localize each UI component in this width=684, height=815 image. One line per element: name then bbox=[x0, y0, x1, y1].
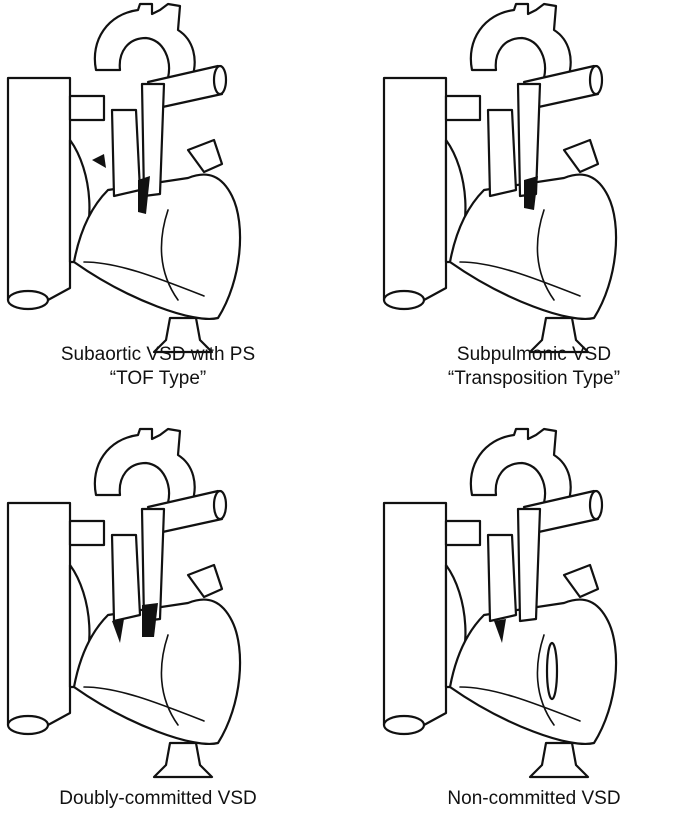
caption-non-committed-vsd: Non-committed VSD bbox=[384, 787, 684, 811]
panel-subpulmonic-vsd: Subpulmonic VSD “Transposition Type” bbox=[384, 0, 684, 330]
panel-doubly-committed-vsd: Doubly-committed VSD bbox=[8, 425, 308, 755]
heart-diagram-subaortic bbox=[8, 0, 308, 330]
caption-subaortic-vsd: Subaortic VSD with PS “TOF Type” bbox=[8, 343, 308, 391]
caption-line-1: Subaortic VSD with PS bbox=[8, 343, 308, 367]
stenosis-marker bbox=[92, 154, 106, 168]
panel-subaortic-vsd: Subaortic VSD with PS “TOF Type” bbox=[8, 0, 308, 330]
heart-diagram-subpulmonic bbox=[384, 0, 684, 330]
panel-non-committed-vsd: Non-committed VSD bbox=[384, 425, 684, 755]
caption-line-2: “TOF Type” bbox=[8, 367, 308, 391]
heart-diagram-non-committed bbox=[384, 425, 684, 755]
caption-line-1: Doubly-committed VSD bbox=[8, 787, 308, 811]
caption-doubly-committed-vsd: Doubly-committed VSD bbox=[8, 787, 308, 811]
caption-line-2: “Transposition Type” bbox=[384, 367, 684, 391]
caption-subpulmonic-vsd: Subpulmonic VSD “Transposition Type” bbox=[384, 343, 684, 391]
septal-defect-ellipse bbox=[547, 643, 557, 699]
heart-diagram-doubly-committed bbox=[8, 425, 308, 755]
caption-line-1: Subpulmonic VSD bbox=[384, 343, 684, 367]
caption-line-1: Non-committed VSD bbox=[384, 787, 684, 811]
